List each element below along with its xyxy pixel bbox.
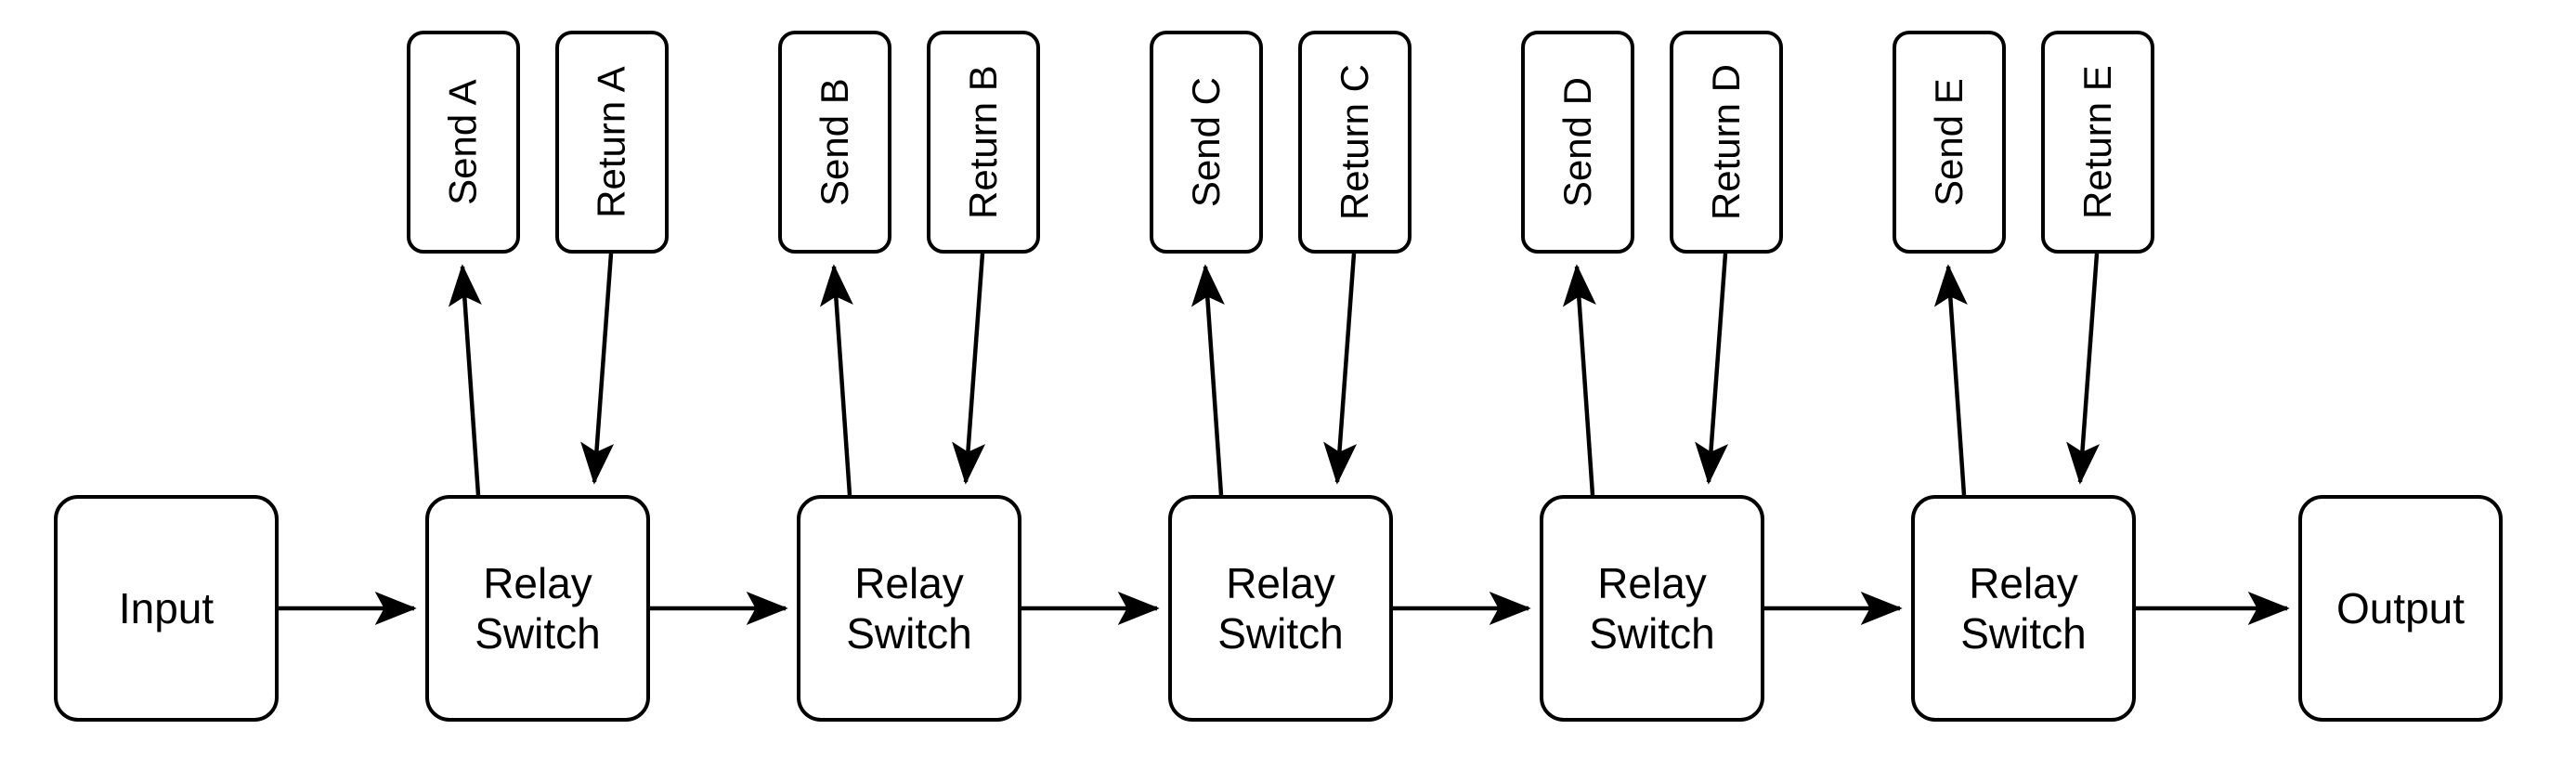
node-return-b[interactable]: Return B (927, 31, 1040, 254)
node-send-d-label: Send D (1555, 76, 1599, 208)
edge-return-3 (1323, 253, 1358, 485)
node-relay-switch-3-label: Relay Switch (1217, 558, 1344, 658)
edge-return-1 (580, 253, 615, 485)
node-relay-switch-3[interactable]: Relay Switch (1168, 495, 1393, 722)
edge-send-2 (819, 264, 853, 496)
edge-send-4 (1562, 264, 1596, 496)
node-send-c[interactable]: Send C (1150, 31, 1263, 254)
node-return-a-label: Return A (589, 66, 633, 218)
node-send-b-label: Send B (812, 78, 856, 206)
edge-return-2 (952, 253, 986, 485)
node-return-e-label: Return E (2075, 65, 2119, 219)
edge-send-3 (1190, 264, 1225, 496)
node-return-d[interactable]: Return D (1670, 31, 1783, 254)
node-input-label: Input (118, 583, 215, 632)
node-send-a[interactable]: Send A (407, 31, 520, 254)
node-send-b[interactable]: Send B (778, 31, 891, 254)
node-return-c-label: Return C (1332, 63, 1376, 221)
node-relay-switch-1[interactable]: Relay Switch (425, 495, 650, 722)
node-send-e[interactable]: Send E (1893, 31, 2006, 254)
node-return-c[interactable]: Return C (1298, 31, 1412, 254)
node-relay-switch-5[interactable]: Relay Switch (1911, 495, 2136, 722)
node-send-a-label: Send A (440, 79, 485, 205)
node-input[interactable]: Input (54, 495, 279, 722)
node-return-d-label: Return D (1703, 63, 1748, 221)
node-relay-switch-5-label: Relay Switch (1960, 558, 2087, 658)
node-relay-switch-2[interactable]: Relay Switch (797, 495, 1021, 722)
node-send-e-label: Send E (1926, 78, 1971, 206)
node-output-label: Output (2335, 583, 2465, 632)
edge-return-4 (1695, 253, 1729, 485)
node-relay-switch-2-label: Relay Switch (846, 558, 972, 658)
node-return-a[interactable]: Return A (555, 31, 669, 254)
node-send-d[interactable]: Send D (1521, 31, 1634, 254)
edge-send-5 (1933, 264, 1968, 496)
node-relay-switch-4[interactable]: Relay Switch (1540, 495, 1764, 722)
edge-send-1 (448, 264, 482, 496)
node-relay-switch-4-label: Relay Switch (1589, 558, 1715, 658)
node-return-b-label: Return B (960, 65, 1005, 219)
node-output[interactable]: Output (2298, 495, 2503, 722)
edge-return-5 (2066, 253, 2101, 485)
node-return-e[interactable]: Return E (2041, 31, 2154, 254)
node-relay-switch-1-label: Relay Switch (475, 558, 601, 658)
node-send-c-label: Send C (1183, 76, 1228, 208)
